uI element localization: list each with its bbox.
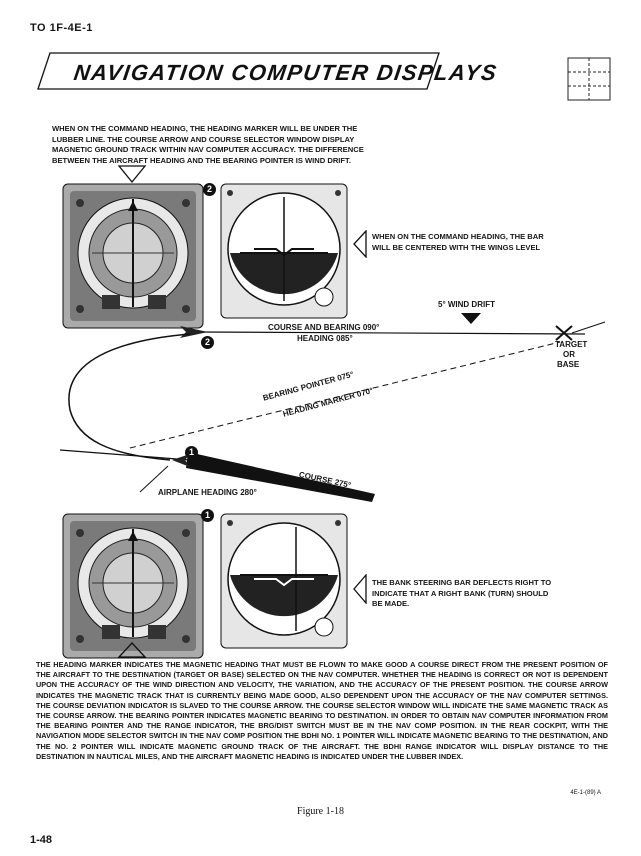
- or-label: OR: [563, 350, 575, 359]
- target-label: TARGET: [555, 340, 588, 349]
- up-arrow-icon: [117, 642, 147, 658]
- course-and-bearing-label: COURSE AND BEARING 090°: [268, 323, 380, 332]
- figure-caption: Figure 1-18: [297, 806, 344, 817]
- left-arrow-icon: [353, 230, 367, 258]
- callout-1-path: 1: [185, 446, 198, 459]
- callout-1-bottom: 1: [201, 509, 214, 522]
- adi-instrument-top: [220, 183, 348, 319]
- figure-code: 4E-1-(89) A: [570, 790, 601, 796]
- airplane-heading-label: AIRPLANE HEADING 280°: [158, 488, 257, 497]
- adi-note-bottom: THE BANK STEERING BAR DEFLECTS RIGHT TO …: [372, 578, 552, 608]
- heading-top-label: HEADING 085°: [297, 334, 353, 343]
- page-title: NAVIGATION COMPUTER DISPLAYS: [72, 60, 500, 85]
- intro-note: WHEN ON THE COMMAND HEADING, THE HEADING…: [52, 124, 364, 165]
- adi-note-top: WHEN ON THE COMMAND HEADING, THE BAR WIL…: [372, 232, 544, 252]
- wind-drift-arrow-icon: [461, 313, 481, 324]
- adi-instrument-bottom: [220, 513, 348, 649]
- wind-drift-label: 5° WIND DRIFT: [438, 300, 495, 309]
- left-arrow-icon: [353, 574, 367, 604]
- callout-2-top: 2: [203, 183, 216, 196]
- hsi-instrument-bottom: [62, 513, 204, 659]
- flight-path-diagram: [59, 321, 606, 502]
- down-arrow-icon: [117, 165, 147, 184]
- hsi-instrument-top: [62, 183, 204, 329]
- title-frame: [37, 52, 440, 90]
- page-number: 1-48: [30, 834, 53, 846]
- grid-symbol: [567, 57, 611, 101]
- document-id: TO 1F-4E-1: [30, 22, 93, 34]
- callout-2-path: 2: [201, 336, 214, 349]
- body-text: THE HEADING MARKER INDICATES THE MAGNETI…: [36, 660, 608, 761]
- base-label: BASE: [557, 360, 580, 369]
